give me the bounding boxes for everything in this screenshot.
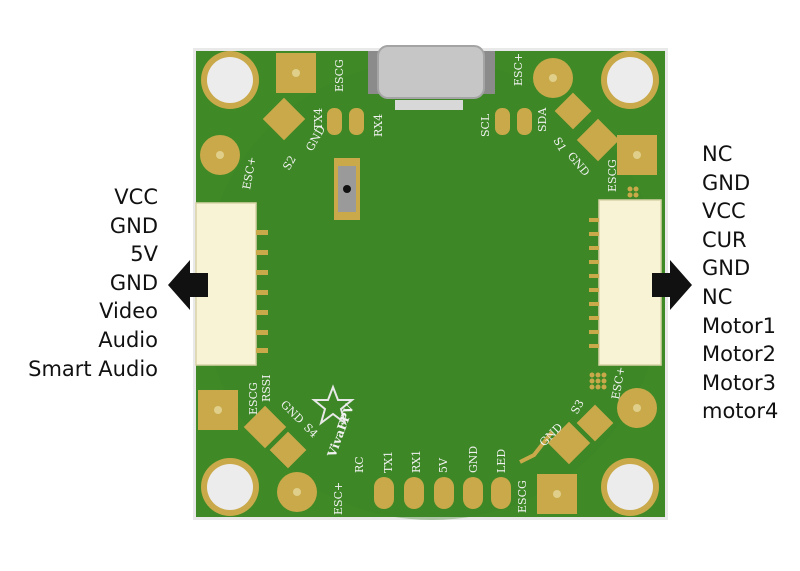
right-pin-label: VCC (702, 199, 746, 224)
silk-label: S3 (568, 397, 587, 416)
silk-label: ESC+ (240, 156, 259, 191)
silk-label: RX1 (410, 450, 423, 473)
signal-pad (243, 405, 287, 449)
right-pin-label: GND (702, 170, 751, 195)
bottom-header-pads (374, 477, 511, 509)
left-pin-label: GND (109, 213, 158, 238)
right-pin-label: GND (702, 256, 751, 281)
esc-pads (198, 53, 657, 514)
left-arrow-icon (168, 260, 208, 310)
uart-i2c-pads (327, 108, 532, 135)
silk-label: RSSI (260, 374, 273, 402)
silk-label: SDA (536, 107, 549, 132)
right-pin-label: NC (702, 142, 733, 166)
signal-pad (554, 92, 592, 130)
boot-button-dot (343, 185, 351, 193)
silk-label: ESC+ (609, 366, 628, 401)
signal-pad (269, 431, 307, 469)
silk-label: ESCG (606, 159, 619, 192)
silk-label: GND (467, 446, 480, 473)
usb-pins (395, 100, 463, 110)
right-pin-label: Motor3 (702, 370, 777, 395)
silk-label: 5V (437, 457, 450, 473)
mount-hole (601, 458, 659, 516)
esc-pad-vias (214, 69, 641, 498)
silk-label: ESCG (333, 59, 346, 92)
right-connector-contacts (589, 218, 599, 348)
left-pin-label: VCC (114, 185, 158, 209)
signal-pad (262, 97, 306, 141)
board-ground-plane (202, 60, 662, 520)
v-mark-icon (519, 430, 554, 464)
left-connector-contacts (256, 230, 268, 353)
silk-label: ESC+ (332, 482, 345, 515)
silkscreen-labels: ESCG ESC+ TX4 RX4 GND S2 ESC+ SCL SDA S1… (240, 53, 628, 515)
signal-pad (576, 404, 614, 442)
right-pin-label: CUR (702, 227, 747, 252)
left-pin-label: GND (109, 270, 158, 295)
right-connector-pin-labels: NC GND VCC CUR GND NC Motor1 Motor2 Moto… (702, 140, 778, 426)
silk-label: SCL (479, 113, 492, 137)
left-pin-label: Audio (98, 327, 158, 352)
silk-label: RC (353, 456, 366, 473)
right-pin-label: motor4 (702, 399, 779, 424)
silk-label: S2 (280, 153, 299, 172)
usb-connector (377, 45, 485, 99)
right-connector (598, 199, 662, 366)
right-arrow-icon (652, 260, 692, 310)
silk-label: ESCG (516, 480, 529, 513)
left-pin-label: Smart Audio (28, 356, 158, 381)
left-connector-pin-labels: VCC GND 5V GND Video Audio Smart Audio (28, 183, 158, 383)
right-pin-label: Motor2 (702, 342, 777, 367)
silk-label: LED (495, 449, 508, 473)
silk-label: S1 (550, 135, 569, 154)
silk-label: ESC+ (512, 53, 525, 86)
left-pin-label: 5V (130, 242, 158, 267)
silk-label: ESCG (247, 382, 260, 415)
logo-star-icon (311, 384, 355, 426)
via-cluster (589, 186, 639, 390)
silk-label: TX1 (382, 451, 395, 473)
right-pin-label: Motor1 (702, 313, 777, 338)
silk-label: TX4 (312, 108, 325, 130)
mount-hole (201, 458, 259, 516)
silk-label: RX4 (372, 114, 385, 137)
mount-hole (601, 51, 659, 109)
right-pin-label: NC (702, 284, 733, 309)
mount-hole (201, 51, 259, 109)
left-pin-label: Video (99, 299, 158, 324)
